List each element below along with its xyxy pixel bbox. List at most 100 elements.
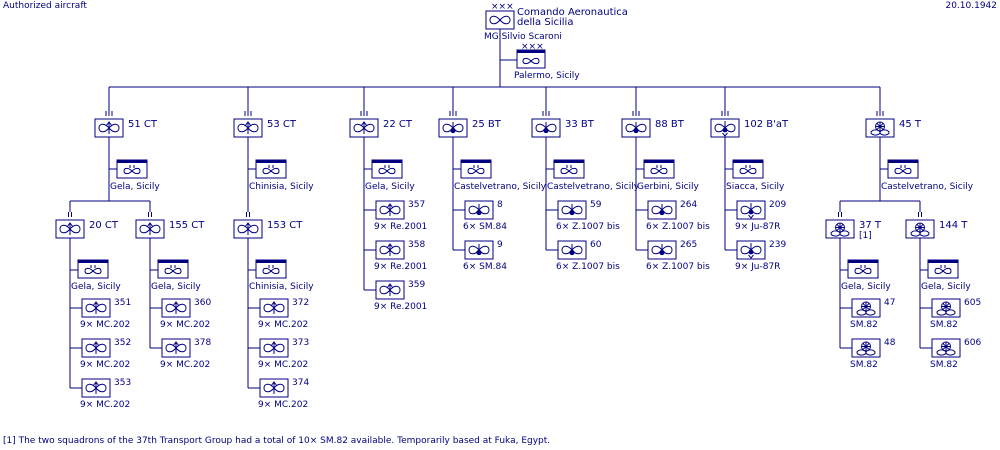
subgroup-base-label: Gela, Sicily (841, 282, 891, 292)
aircraft-label: 9× Ju-87R (735, 262, 780, 272)
aircraft-label: SM.82 (850, 360, 878, 370)
footnote: [1] The two squadrons of the 37th Transp… (3, 436, 551, 446)
aircraft-label: 9× MC.202 (258, 320, 308, 330)
hq-commander: MG Silvio Scaroni (484, 32, 562, 42)
squadron-symbol (375, 240, 405, 260)
bomb-dot (543, 127, 549, 134)
aircraft-label: 6× Z.1007 bis (556, 262, 620, 272)
squadron-symbol (259, 378, 289, 398)
aviation-symbol (164, 267, 182, 275)
base-header-bar (733, 160, 763, 163)
subgroup-base-symbol (255, 259, 287, 279)
aviation-symbol (739, 167, 757, 175)
aircraft-label: 9× MC.202 (80, 360, 130, 370)
group-symbol (94, 118, 124, 138)
group-base-symbol (460, 159, 492, 179)
aircraft-label: 9× MC.202 (80, 400, 130, 410)
group-symbol (349, 118, 379, 138)
bomb-dot (476, 209, 482, 216)
group-base-symbol (887, 159, 919, 179)
squadron-number: 353 (114, 378, 131, 388)
group-label: 88 BT (655, 119, 685, 130)
aircraft-label: 6× Z.1007 bis (646, 262, 710, 272)
rank-marks (542, 111, 550, 116)
aviation-symbol (934, 267, 952, 275)
bomb-dot (748, 209, 754, 215)
squadron-symbol (259, 298, 289, 318)
subgroup-base-label: Gela, Sicily (921, 282, 971, 292)
squadron-number: 60 (590, 240, 602, 250)
aircraft-label: SM.82 (930, 360, 958, 370)
bomb-dot (659, 249, 665, 256)
aviation-symbol (854, 267, 872, 275)
subgroup-symbol (825, 219, 855, 239)
aircraft-label: 9× MC.202 (258, 400, 308, 410)
squadron-symbol (736, 200, 766, 220)
group-base-symbol (255, 159, 287, 179)
base-header-bar (158, 260, 188, 263)
subgroup-note: [1] (859, 231, 872, 241)
group-base-symbol (732, 159, 764, 179)
subgroup-symbol (905, 219, 935, 239)
group-base-symbol (643, 159, 675, 179)
squadron-number: 360 (194, 298, 211, 308)
group-base-symbol (553, 159, 585, 179)
aircraft-label: 6× Z.1007 bis (646, 222, 710, 232)
squadron-symbol (464, 240, 494, 260)
squadron-number: 351 (114, 298, 131, 308)
squadron-number: 357 (408, 200, 425, 210)
squadron-symbol (851, 338, 881, 358)
aircraft-label: 9× Re.2001 (374, 222, 427, 232)
aircraft-label: 6× SM.84 (463, 262, 507, 272)
aircraft-label: 9× Re.2001 (374, 302, 427, 312)
rank-marks (449, 111, 457, 116)
base-header-bar (848, 260, 878, 263)
aviation-symbol (522, 57, 540, 65)
hq-base-marks: ××× (521, 42, 544, 52)
squadron-symbol (464, 200, 494, 220)
aviation-symbol (489, 15, 511, 25)
squadron-number: 9 (497, 240, 503, 250)
aviation-symbol (262, 267, 280, 275)
squadron-symbol (557, 200, 587, 220)
subgroup-base-label: Gela, Sicily (71, 282, 121, 292)
group-label: 22 CT (383, 119, 413, 130)
group-symbol (531, 118, 561, 138)
subgroup-symbol (135, 219, 165, 239)
group-base-label: Castelvetrano, Sicily (547, 182, 640, 192)
subgroup-symbol (233, 219, 263, 239)
group-base-label: Gela, Sicily (365, 182, 415, 192)
aircraft-label: 9× Ju-87R (735, 222, 780, 232)
aviation-symbol (560, 167, 578, 175)
base-header-bar (372, 160, 402, 163)
group-symbol (865, 118, 895, 138)
group-base-label: Chinisia, Sicily (249, 182, 314, 192)
rank-marks (246, 212, 250, 217)
subgroup-label: 37 T (859, 220, 882, 231)
dive-arrow (748, 254, 754, 259)
squadron-number: 352 (114, 338, 131, 348)
subgroup-symbol (55, 219, 85, 239)
base-header-bar (256, 260, 286, 263)
rank-marks (918, 212, 922, 217)
squadron-symbol (736, 240, 766, 260)
group-label: 102 B'aT (744, 119, 789, 130)
group-base-label: Gela, Sicily (110, 182, 160, 192)
base-header-bar (461, 160, 491, 163)
subgroup-base-label: Chinisia, Sicily (249, 282, 314, 292)
group-base-symbol (116, 159, 148, 179)
squadron-symbol (161, 338, 191, 358)
squadron-number: 378 (194, 338, 211, 348)
aircraft-label: 9× Re.2001 (374, 262, 427, 272)
base-header-bar (117, 160, 147, 163)
group-label: 33 BT (565, 119, 595, 130)
squadron-symbol (81, 298, 111, 318)
squadron-symbol (557, 240, 587, 260)
rank-marks (721, 111, 729, 116)
bomb-dot (659, 209, 665, 216)
group-symbol (233, 118, 263, 138)
subgroup-base-label: Gela, Sicily (151, 282, 201, 292)
squadron-number: 264 (680, 200, 697, 210)
header-left: Authorized aircraft (3, 1, 87, 11)
header-date: 20.10.1942 (945, 1, 997, 11)
